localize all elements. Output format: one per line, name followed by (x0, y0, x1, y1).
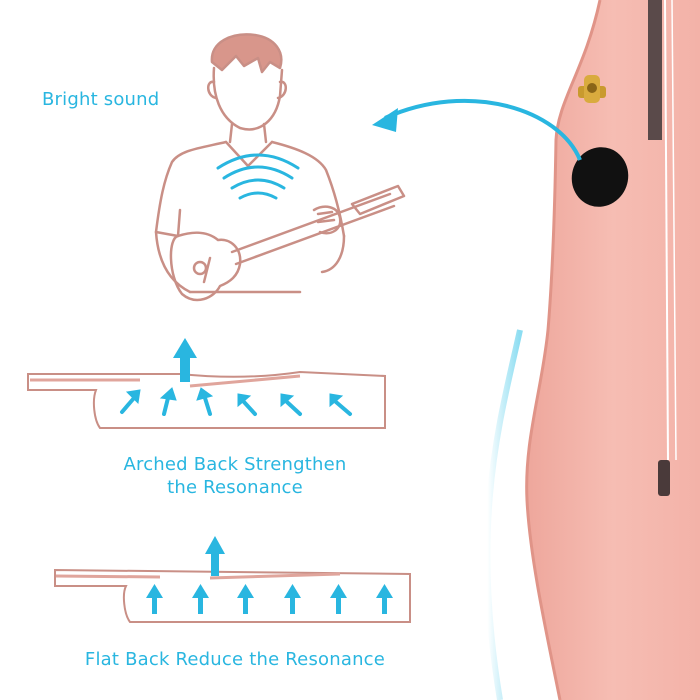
arched-back-caption-line2: the Resonance (167, 477, 303, 498)
curved-arrow-icon (372, 98, 582, 161)
up-arrow-icon (329, 393, 352, 416)
blue-glow-stroke (484, 329, 523, 700)
hair (210, 33, 283, 74)
ukulele-neck-strip (648, 0, 662, 140)
neck (228, 122, 268, 144)
up-arrow-icon (237, 393, 257, 416)
ear-right (276, 80, 287, 100)
up-arrow-icon (237, 584, 254, 614)
ukulele-body (526, 0, 700, 700)
strap-button (578, 75, 606, 103)
ukulele-side-view (484, 0, 700, 700)
side-jack (658, 460, 670, 496)
arm-left (154, 230, 192, 294)
arched-back-diagram (27, 338, 386, 429)
person-playing-ukulele (154, 33, 406, 302)
ukulele-body-edge (525, 0, 602, 700)
bright-sound-label: Bright sound (42, 89, 160, 110)
sound-hole (571, 147, 629, 207)
sound-wave-icon (216, 153, 300, 200)
up-arrow-icon (146, 584, 163, 614)
flat-back-neck-detail (55, 572, 341, 580)
up-arrow-icon (159, 387, 177, 416)
up-arrow-icon (330, 584, 347, 614)
collar (224, 140, 274, 168)
up-arrow-icon (205, 536, 225, 576)
ukulele-string (664, 0, 669, 461)
fretting-hand (312, 205, 342, 235)
ukulele-string (671, 0, 677, 461)
head (212, 66, 284, 131)
arched-back-caption-line1: Arched Back Strengthen (123, 454, 347, 475)
flat-back-outline (54, 568, 411, 623)
up-arrow-icon (120, 389, 141, 414)
up-arrow-icon (280, 393, 302, 416)
flat-back-diagram (54, 536, 411, 623)
ukulele-small (169, 184, 406, 302)
flat-back-caption: Flat Back Reduce the Resonance (84, 649, 386, 670)
arched-back-neck-detail (30, 374, 301, 388)
up-arrow-icon (284, 584, 301, 614)
up-arrow-icon (192, 584, 209, 614)
arm-right (320, 234, 346, 274)
up-arrow-icon (196, 387, 214, 416)
up-arrow-icon (376, 584, 393, 614)
ear-left (207, 80, 218, 100)
up-arrow-icon (173, 338, 197, 382)
